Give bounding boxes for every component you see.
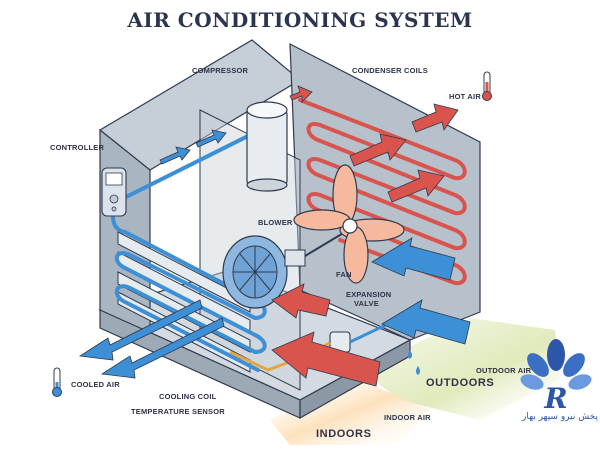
fan: [293, 164, 405, 284]
cooled-air-label: COOLED AIR: [71, 380, 120, 389]
temperature-sensor-label: TEMPERATURE SENSOR: [131, 407, 225, 416]
outdoors-label: OUTDOORS: [426, 377, 495, 389]
blower: [222, 235, 288, 309]
cold-airflow-arrows: [78, 129, 471, 379]
indoor-air-label: INDOOR AIR: [384, 413, 431, 422]
diagram-title: AIR CONDITIONING SYSTEM: [127, 8, 473, 32]
cooling-coil-label: COOLING COIL: [159, 392, 217, 401]
suction-line: [119, 128, 261, 202]
blower-label: BLOWER: [258, 218, 293, 227]
condenser-coils-label: CONDENSER COILS: [352, 66, 428, 75]
thermometer-hot-icon: [482, 71, 492, 101]
motor: [284, 231, 346, 267]
outdoor-air-label: OUTDOOR AIR: [476, 366, 532, 375]
expansion-valve-label-line2: VALVE: [354, 299, 379, 308]
hot-airflow-arrows: [271, 85, 459, 387]
compressor-label: COMPRESSOR: [192, 66, 249, 75]
controller-label: CONTROLLER: [50, 143, 105, 152]
indoors-zone: [270, 380, 430, 445]
outdoors-zone: [360, 318, 560, 420]
hot-air-label: HOT AIR: [449, 92, 481, 101]
controller: [101, 167, 127, 217]
cooling-coil: [111, 198, 267, 372]
expansion-valve-label-line1: EXPANSION: [346, 290, 392, 299]
brand-name: پخش نیرو سپهر بهار: [521, 412, 599, 422]
thermometer-cold-icon: [52, 367, 62, 397]
condensate-drops-icon: [408, 350, 420, 375]
fan-label: FAN: [336, 270, 352, 279]
compressor: [246, 101, 288, 192]
indoors-label: INDOORS: [316, 428, 372, 440]
